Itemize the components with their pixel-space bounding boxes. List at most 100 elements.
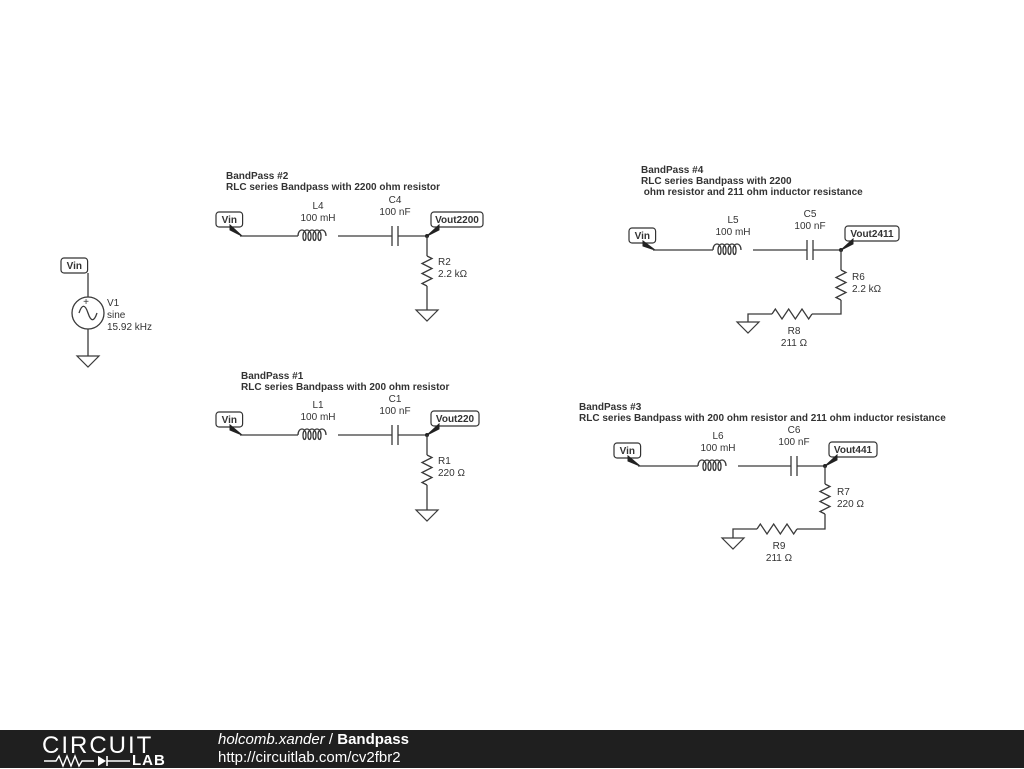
capacitor-icon <box>391 425 399 445</box>
label-pointer <box>642 240 656 251</box>
resistor-name: R7 <box>837 487 850 498</box>
schematic-byline: holcomb.xander / Bandpass <box>218 731 409 748</box>
label-pointer <box>229 423 243 436</box>
logo-text-circuit: CIRCUIT <box>42 732 154 759</box>
circuit-title: BandPass #3 <box>579 402 642 413</box>
resistor-value: 211 Ω <box>766 553 793 564</box>
inductor-coil <box>297 229 327 242</box>
circuit-title: BandPass #2 <box>226 171 289 182</box>
node-label-text: Vin <box>222 215 237 226</box>
wire <box>797 514 826 530</box>
inductor-icon <box>697 459 727 472</box>
capacitor-value: 100 nF <box>379 207 410 218</box>
resistor-name: R6 <box>852 272 865 283</box>
circuit-description: ohm resistor and 211 ohm inductor resist… <box>641 187 863 198</box>
footer-bar: CIRCUIT LAB holcomb.xander / Bandpass ht… <box>0 730 1024 769</box>
inductor-value: 100 mH <box>715 227 750 238</box>
label-pointer <box>426 223 440 237</box>
capacitor-value: 100 nF <box>778 437 809 448</box>
node-label-text: Vin <box>635 231 650 242</box>
capacitor-name: C6 <box>788 425 801 436</box>
node-label-vin[interactable]: Vin <box>215 211 244 228</box>
resistor-value: 2.2 kΩ <box>852 284 882 295</box>
ground-icon <box>720 537 746 550</box>
capacitor-icon <box>790 456 798 476</box>
resistor-value: 2.2 kΩ <box>438 269 468 280</box>
label-pointer <box>840 237 854 251</box>
node-label-vin[interactable]: Vin <box>613 442 642 459</box>
resistor-name: R1 <box>438 456 451 467</box>
resistor-icon <box>818 483 832 515</box>
node-label-vout2200[interactable]: Vout2200 <box>430 211 484 228</box>
capacitor-name: C5 <box>804 209 817 220</box>
capacitor-name: C1 <box>389 394 402 405</box>
inductor-icon <box>297 428 327 441</box>
resistor-value: 220 Ω <box>837 499 864 510</box>
label-pointer <box>426 422 440 436</box>
schematic-url[interactable]: http://circuitlab.com/cv2fbr2 <box>218 749 401 766</box>
capacitor-value: 100 nF <box>794 221 825 232</box>
node-label-box <box>430 410 480 427</box>
resistor-name: R8 <box>788 326 801 337</box>
node-label-box <box>60 257 89 274</box>
node-label-vout220[interactable]: Vout220 <box>430 410 480 427</box>
node-label-box <box>628 227 657 244</box>
node-label-text: Vout2411 <box>850 229 894 240</box>
label-pointer <box>824 453 838 467</box>
plus-sign: + <box>83 297 89 308</box>
capacitor-icon <box>806 240 814 260</box>
node-label-text: Vout220 <box>436 414 475 425</box>
resistor-value: 211 Ω <box>781 338 808 349</box>
node-label-text: Vin <box>620 446 635 457</box>
resistor-icon <box>771 307 813 321</box>
circuit-title: BandPass #4 <box>641 165 704 176</box>
node-label-vout2411[interactable]: Vout2411 <box>844 225 900 242</box>
circuit-description: RLC series Bandpass with 2200 <box>641 176 792 187</box>
source-type: sine <box>107 310 126 321</box>
inductor-coil <box>297 428 327 441</box>
inductor-value: 100 mH <box>300 412 335 423</box>
source-frequency: 15.92 kHz <box>107 322 152 333</box>
node-label-vin[interactable]: Vin <box>60 257 89 274</box>
resistor-name: R2 <box>438 257 451 268</box>
resistor-icon <box>420 454 434 486</box>
inductor-coil <box>712 243 742 256</box>
node-label-vout441[interactable]: Vout441 <box>828 441 878 458</box>
inductor-icon <box>712 243 742 256</box>
resistor-icon <box>420 255 434 287</box>
inductor-name: L4 <box>312 201 324 212</box>
inductor-value: 100 mH <box>300 213 335 224</box>
author-link[interactable]: holcomb.xander <box>218 731 325 748</box>
capacitor-icon <box>391 226 399 246</box>
logo-text-lab: LAB <box>132 752 166 769</box>
ground-icon <box>75 355 101 368</box>
inductor-value: 100 mH <box>700 443 735 454</box>
node-label-box <box>215 411 244 428</box>
wire <box>732 528 757 538</box>
label-pointer <box>229 223 243 237</box>
label-pointer <box>627 454 641 467</box>
ground-icon <box>735 321 761 334</box>
inductor-name: L6 <box>712 431 724 442</box>
node-label-vin[interactable]: Vin <box>215 411 244 428</box>
circuit-title: BandPass #1 <box>241 371 304 382</box>
resistor-icon <box>756 522 798 536</box>
circuit-description: RLC series Bandpass with 2200 ohm resist… <box>226 182 440 193</box>
wire <box>747 313 772 322</box>
inductor-coil <box>697 459 727 472</box>
capacitor-value: 100 nF <box>379 406 410 417</box>
circuitlab-logo[interactable]: CIRCUIT LAB <box>42 732 178 769</box>
source-name: V1 <box>107 298 120 309</box>
inductor-name: L1 <box>312 400 324 411</box>
logo-resistor-diode-icon <box>44 754 130 768</box>
ground-icon <box>414 309 440 322</box>
node-label-text: Vin <box>222 415 237 426</box>
node-label-vin[interactable]: Vin <box>628 227 657 244</box>
node-label-box <box>613 442 642 459</box>
